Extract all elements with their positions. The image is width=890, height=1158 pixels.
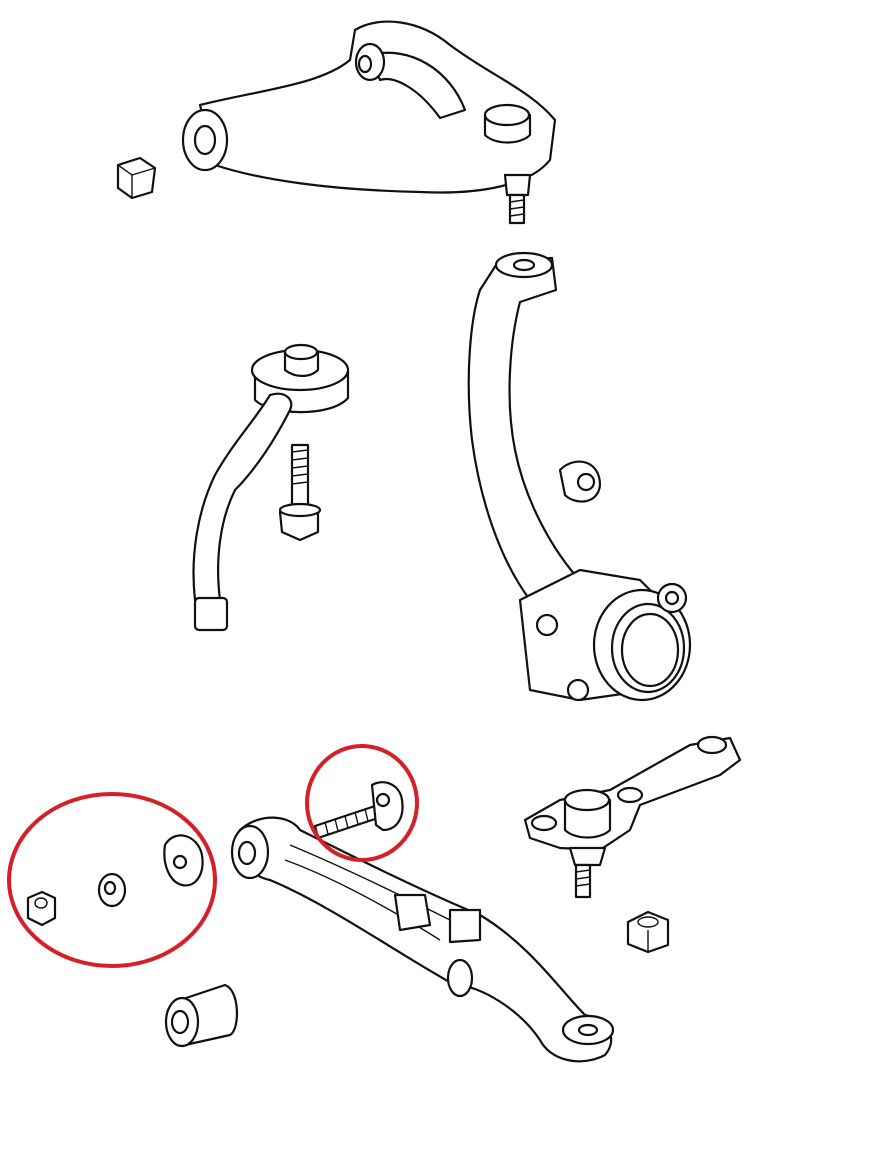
- nut: [26, 890, 57, 927]
- ball-joint-nut: [626, 910, 670, 954]
- highlight-circle-bolt: [305, 744, 419, 862]
- bolt: [278, 443, 322, 542]
- lower-control-arm: [230, 816, 615, 1063]
- lower-ball-joint: [523, 735, 742, 899]
- adjuster-bolt: [313, 781, 404, 840]
- washer: [97, 872, 127, 908]
- steering-knuckle: [467, 251, 692, 702]
- cam-plate: [163, 834, 204, 887]
- bushing-nut: [116, 156, 157, 200]
- upper-control-arm: [181, 20, 557, 225]
- lower-bushing: [164, 983, 239, 1048]
- tie-rod-end: [192, 343, 350, 632]
- highlight-circle-hardware: [7, 792, 217, 968]
